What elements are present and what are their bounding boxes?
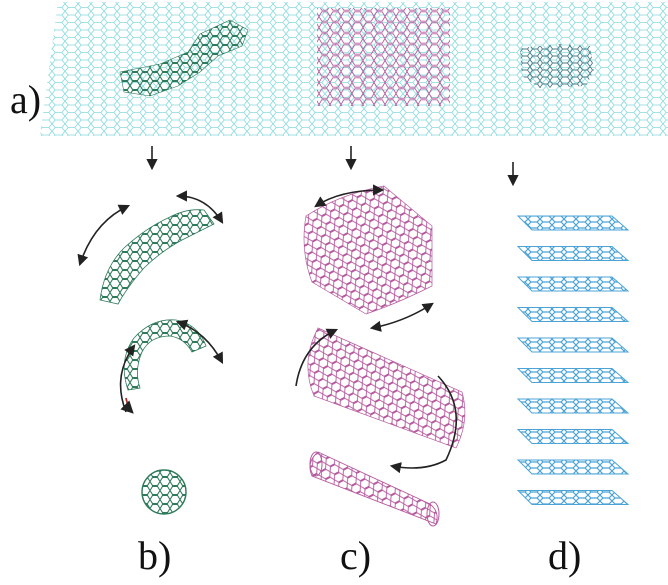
graphite-layer	[516, 215, 630, 231]
graphite-fragment	[520, 44, 594, 88]
nanotube-stage-2	[295, 327, 466, 474]
panel-label-a: a)	[10, 77, 42, 122]
graphite-layer	[516, 490, 630, 505]
nanotube-stage-1	[303, 184, 434, 332]
fullerene-fragment	[119, 19, 249, 97]
nanotube-tube	[309, 451, 440, 527]
graphite-layer	[516, 276, 630, 292]
graphite-layer	[516, 337, 630, 353]
graphite-layer	[516, 459, 630, 475]
graphite-stack	[516, 215, 630, 505]
graphite-layer	[516, 368, 630, 383]
graphite-layer	[516, 398, 630, 414]
fullerene-stage-1	[77, 190, 224, 305]
graphite-layer	[516, 429, 630, 444]
fullerene-stage-2	[119, 319, 224, 414]
panel-label-b: b)	[138, 533, 172, 578]
fullerene-ball	[141, 469, 187, 515]
graphite-layer	[516, 307, 630, 322]
panel-label-c: c)	[340, 533, 372, 578]
panel-label-d: d)	[548, 533, 582, 578]
nanotube-fragment	[317, 8, 450, 106]
graphite-layer	[516, 246, 630, 261]
